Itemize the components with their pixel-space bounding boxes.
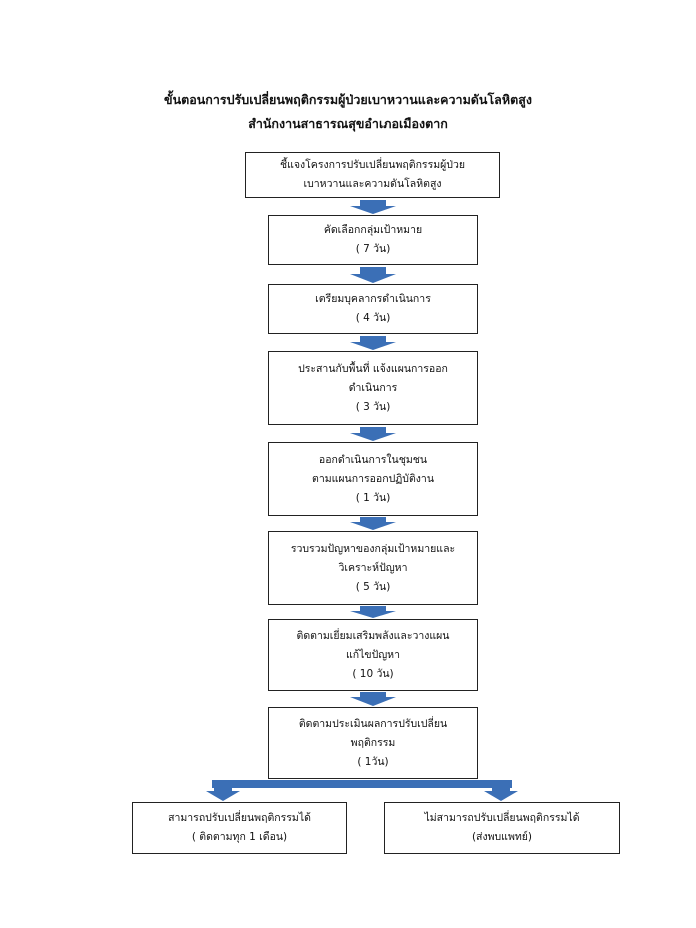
step-5-line-1: ออกดำเนินการในชุมชน (318, 453, 428, 466)
step-2-line-2: ( 7 วัน) (355, 243, 391, 255)
step-7-line-1: ติดตามเยี่ยมเสริมพลังและวางแผน (296, 629, 450, 642)
step-box-8: ติดตามประเมินผลการปรับเปลี่ยน พฤติกรรม (… (268, 707, 478, 779)
down-arrow-icon (350, 427, 396, 441)
down-arrow-icon (350, 692, 396, 706)
step-8-line-3: ( 1วัน) (357, 755, 389, 768)
outcome-failure-line-2: (ส่งพบแพทย์) (471, 831, 533, 843)
down-arrow-icon (350, 517, 396, 530)
step-box-1: ชี้แจงโครงการปรับเปลี่ยนพฤติกรรมผู้ป่วย … (245, 152, 500, 198)
down-arrow-icon (350, 606, 396, 618)
step-4-line-2: ดำเนินการ (348, 381, 398, 394)
page-subtitle: สำนักงานสาธารณสุขอำเภอเมืองตาก (248, 116, 448, 131)
step-box-5: ออกดำเนินการในชุมชน ตามแผนการออกปฏิบัติง… (268, 442, 478, 516)
down-arrow-icon (350, 336, 396, 350)
split-bar (212, 780, 512, 788)
step-4-line-3: ( 3 วัน) (355, 400, 391, 413)
step-box-4: ประสานกับพื้นที่ แจ้งแผนการออก ดำเนินการ… (268, 351, 478, 425)
step-box-3: เตรียมบุคลากรดำเนินการ ( 4 วัน) (268, 284, 478, 334)
outcome-box-success: สามารถปรับเปลี่ยนพฤติกรรมได้ ( ติดตามทุก… (132, 802, 347, 854)
outcome-box-failure: ไม่สามารถปรับเปลี่ยนพฤติกรรมได้ (ส่งพบแพ… (384, 802, 620, 854)
step-7-line-2: แก้ไขปัญหา (345, 648, 400, 661)
step-5-line-2: ตามแผนการออกปฏิบัติงาน (312, 472, 434, 485)
step-box-7: ติดตามเยี่ยมเสริมพลังและวางแผน แก้ไขปัญห… (268, 619, 478, 691)
step-7-line-3: ( 10 วัน) (352, 667, 394, 680)
step-5-line-3: ( 1 วัน) (355, 491, 391, 504)
step-1-line-2: เบาหวานและความดันโลหิตสูง (303, 178, 442, 190)
step-1-line-1: ชี้แจงโครงการปรับเปลี่ยนพฤติกรรมผู้ป่วย (279, 159, 465, 171)
outcome-failure-line-1: ไม่สามารถปรับเปลี่ยนพฤติกรรมได้ (424, 812, 580, 824)
step-box-6: รวบรวมปัญหาของกลุ่มเป้าหมายและ วิเคราะห์… (268, 531, 478, 605)
step-6-line-3: ( 5 วัน) (355, 580, 391, 593)
step-3-line-2: ( 4 วัน) (355, 312, 391, 324)
step-8-line-2: พฤติกรรม (350, 736, 396, 749)
outcome-success-line-2: ( ติดตามทุก 1 เดือน) (191, 831, 288, 843)
down-arrow-icon (484, 788, 518, 801)
down-arrow-icon (350, 200, 396, 214)
outcome-success-line-1: สามารถปรับเปลี่ยนพฤติกรรมได้ (168, 812, 311, 824)
down-arrow-icon (206, 788, 240, 801)
down-arrow-icon (350, 267, 396, 283)
step-6-line-2: วิเคราะห์ปัญหา (338, 561, 408, 574)
step-box-2: คัดเลือกกลุ่มเป้าหมาย ( 7 วัน) (268, 215, 478, 265)
step-6-line-1: รวบรวมปัญหาของกลุ่มเป้าหมายและ (290, 542, 456, 555)
step-2-line-1: คัดเลือกกลุ่มเป้าหมาย (323, 224, 423, 236)
step-3-line-1: เตรียมบุคลากรดำเนินการ (315, 293, 431, 305)
page-title: ขั้นตอนการปรับเปลี่ยนพฤติกรรมผู้ป่วยเบาห… (164, 92, 532, 107)
step-4-line-1: ประสานกับพื้นที่ แจ้งแผนการออก (298, 362, 448, 375)
step-8-line-1: ติดตามประเมินผลการปรับเปลี่ยน (298, 717, 448, 730)
